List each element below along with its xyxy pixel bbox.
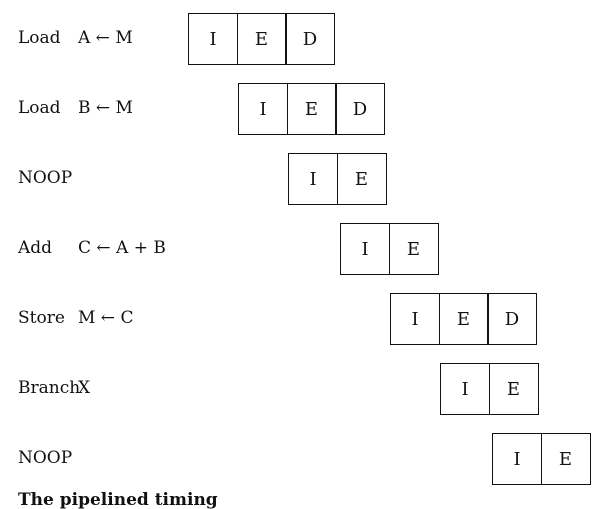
instruction-opcode: Load <box>18 98 61 118</box>
pipeline-stage-box: E <box>388 223 439 275</box>
instruction-operand: M ← C <box>78 308 134 328</box>
pipeline-stage-box: I <box>492 433 542 485</box>
instruction-opcode: NOOP <box>18 448 73 468</box>
pipeline-stage-box: D <box>335 83 385 135</box>
pipeline-stage-box: E <box>438 293 489 345</box>
pipeline-stage-box: I <box>288 153 338 205</box>
pipeline-stage-box: E <box>488 363 539 415</box>
pipeline-stage-box: I <box>188 13 238 65</box>
pipeline-stage-box: E <box>286 83 337 135</box>
pipeline-stage-box: E <box>236 13 287 65</box>
pipeline-stage-box: I <box>440 363 490 415</box>
instruction-operand: X <box>78 378 91 398</box>
instruction-opcode: Add <box>18 238 53 258</box>
pipeline-stage-box: I <box>340 223 390 275</box>
pipeline-stage-box: E <box>540 433 591 485</box>
pipeline-stage-box: D <box>487 293 537 345</box>
caption-text: The pipelined timing <box>18 490 218 509</box>
pipeline-stage-box: E <box>336 153 387 205</box>
pipeline-stage-box: D <box>285 13 335 65</box>
pipeline-stage-box: I <box>238 83 288 135</box>
instruction-opcode: NOOP <box>18 168 73 188</box>
instruction-operand: B ← M <box>78 98 133 118</box>
pipeline-stage-box: I <box>390 293 440 345</box>
instruction-operand: C ← A + B <box>78 238 166 258</box>
instruction-opcode: Store <box>18 308 65 328</box>
instruction-opcode: Load <box>18 28 61 48</box>
instruction-opcode: Branch <box>18 378 81 398</box>
instruction-operand: A ← M <box>78 28 133 48</box>
